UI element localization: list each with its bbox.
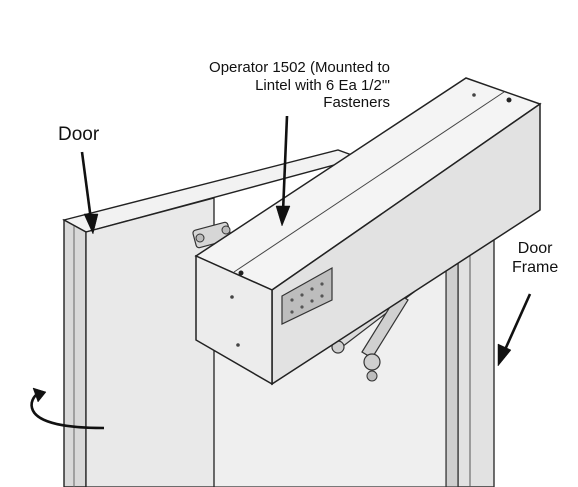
label-door-text: Door (58, 124, 100, 145)
label-door: Door (58, 124, 99, 146)
label-door-frame: Door Frame (512, 240, 558, 278)
label-operator-line2: Lintel with 6 Ea 1/2'" (255, 76, 390, 94)
label-operator: Operator 1502 (Mounted to Lintel with 6 … (209, 59, 390, 112)
arrow-door-frame (497, 293, 532, 367)
arrow-door (80, 151, 99, 235)
label-door-frame-line2: Frame (512, 258, 559, 276)
swing-direction-arrow (30, 387, 105, 430)
arrow-operator (275, 115, 291, 227)
label-door-frame-line1: Door (517, 240, 553, 257)
label-operator-line1: Operator 1502 (Mounted to (209, 59, 390, 76)
door-leaf-edge (63, 218, 87, 487)
operator-cover-plate (281, 266, 333, 325)
operator-housing (194, 77, 542, 386)
label-operator-line3: Fasteners (323, 94, 390, 112)
door-leaf-face (85, 197, 215, 487)
